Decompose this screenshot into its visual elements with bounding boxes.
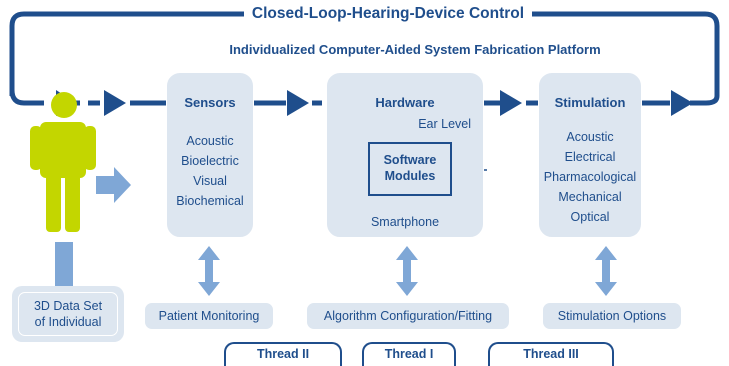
- flow-arrow-5-icon: [671, 90, 693, 116]
- person-figure-icon: [30, 92, 96, 232]
- software-modules-label-line1: Software: [383, 153, 437, 167]
- flow-arrow-2-icon: [104, 90, 126, 116]
- double-arrow-sensors-icon: [198, 246, 220, 296]
- software-modules-box: Software Modules: [368, 142, 452, 196]
- data-set-box: 3D Data Set of Individual: [12, 286, 124, 342]
- stimulation-item: Acoustic: [566, 130, 614, 144]
- thread-3-tab: Thread III: [488, 342, 614, 366]
- stimulation-list: Acoustic Electrical Pharmacological Mech…: [539, 127, 641, 227]
- diagram-title: Closed-Loop-Hearing-Device Control: [246, 5, 530, 23]
- sensors-item: Acoustic: [186, 134, 234, 148]
- stimulation-box: Stimulation Acoustic Electrical Pharmaco…: [538, 72, 642, 238]
- hardware-title: Hardware: [375, 95, 435, 110]
- data-set-label-line2: of Individual: [34, 315, 102, 329]
- stimulation-title: Stimulation: [554, 95, 626, 110]
- software-modules-label-line2: Modules: [384, 169, 436, 183]
- patient-monitoring-pill: Patient Monitoring: [144, 302, 274, 330]
- sensors-item: Visual: [193, 174, 227, 188]
- control-loop-left-drop: [9, 89, 44, 106]
- double-arrow-stimulation-icon: [595, 246, 617, 296]
- sensors-item: Biochemical: [176, 194, 244, 208]
- stimulation-item: Optical: [570, 210, 610, 224]
- smartphone-label: Smartphone: [370, 215, 440, 229]
- data-set-label-line1: 3D Data Set: [33, 299, 103, 313]
- person-data-connector: [55, 242, 73, 286]
- thread-1-tab: Thread I: [362, 342, 456, 366]
- sensors-box: Sensors Acoustic Bioelectric Visual Bioc…: [166, 72, 254, 238]
- stimulation-item: Electrical: [564, 150, 616, 164]
- algorithm-config-pill: Algorithm Configuration/Fitting: [306, 302, 510, 330]
- platform-title: Individualized Computer-Aided System Fab…: [229, 42, 601, 57]
- stimulation-item: Mechanical: [558, 190, 622, 204]
- sensors-item: Bioelectric: [181, 154, 239, 168]
- control-loop-line: [9, 11, 720, 106]
- block-arrow-right-icon: [96, 167, 131, 203]
- stimulation-item: Pharmacological: [543, 170, 637, 184]
- thread-2-tab: Thread II: [224, 342, 342, 366]
- stimulation-options-pill: Stimulation Options: [542, 302, 682, 330]
- flow-arrow-4-icon: [500, 90, 522, 116]
- sensors-title: Sensors: [184, 95, 236, 110]
- ear-level-label: Ear Level: [418, 117, 471, 131]
- double-arrow-hardware-icon: [396, 246, 418, 296]
- sensors-list: Acoustic Bioelectric Visual Biochemical: [167, 131, 253, 211]
- flow-arrow-3-icon: [287, 90, 309, 116]
